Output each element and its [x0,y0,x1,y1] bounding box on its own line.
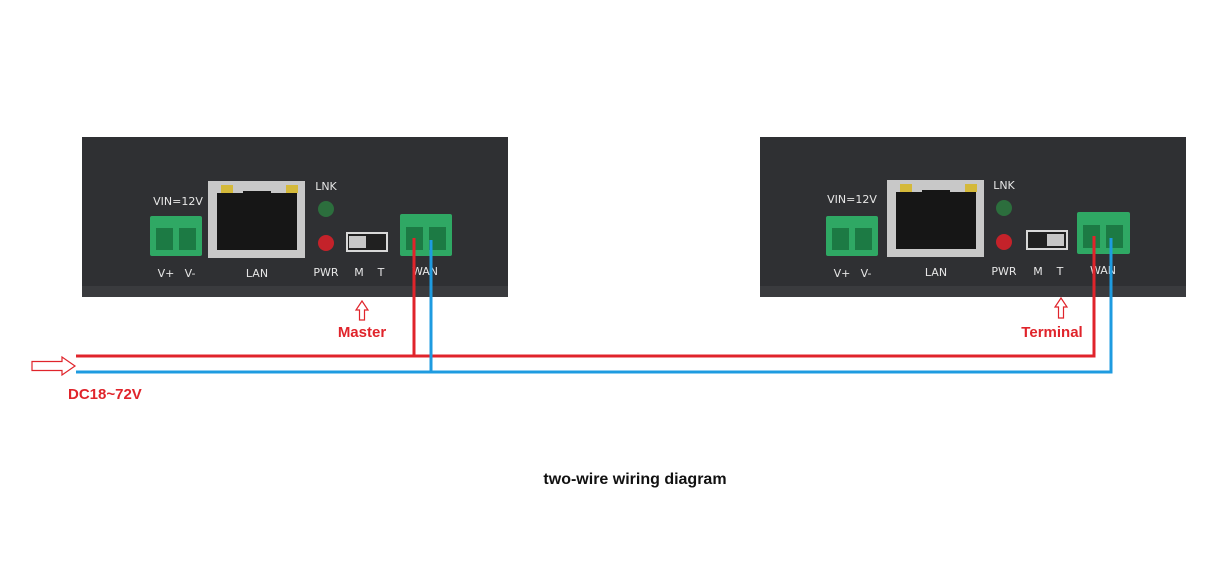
hollow-up-arrow-icon [354,299,370,321]
pwr-led [996,234,1012,250]
hollow-up-arrow-icon [1053,296,1069,319]
mode-switch [1026,230,1068,250]
lnk-led [318,201,334,217]
lan-port [887,180,984,257]
m-label: M [1033,265,1043,278]
pwr-label: PWR [313,266,339,279]
vplus-label: V+ [834,267,851,280]
hollow-right-arrow-icon [31,355,77,377]
vminus-label: V- [185,267,196,280]
positive-wire [76,236,1096,358]
wan-label: WAN [412,265,438,278]
device-terminal: VIN=12V V+ V- LAN LNK PWR M T [760,137,1186,297]
lnk-label: LNK [993,179,1015,192]
mode-switch-knob [1047,234,1064,246]
mode-switch [346,232,388,252]
pwr-led [318,235,334,251]
wan-terminal-block [1077,212,1130,254]
terminal-callout: Terminal [1021,296,1083,341]
device-bottom-edge [760,286,1186,297]
terminal-label: Terminal [1021,324,1082,341]
negative-wire [76,238,1113,374]
pwr-label: PWR [991,265,1017,278]
vminus-label: V- [861,267,872,280]
t-label: T [1056,265,1064,278]
lnk-label: LNK [315,180,337,193]
diagram-caption: two-wire wiring diagram [543,471,726,488]
vin-label: VIN=12V [827,193,877,206]
vplus-label: V+ [158,267,175,280]
master-label: Master [338,324,387,341]
m-label: M [354,266,364,279]
lan-port [208,181,305,258]
master-callout: Master [338,299,387,341]
power-terminal-block [826,216,878,256]
lnk-led [996,200,1012,216]
power-input-label: DC18~72V [68,386,142,403]
power-input: DC18~72V [31,355,142,403]
power-terminal-block [150,216,202,256]
device-master: VIN=12V V+ V- LAN LNK PWR M T [82,137,508,297]
lan-label: LAN [925,266,947,279]
wan-terminal-block [400,214,452,256]
mode-switch-knob [349,236,366,248]
vin-label: VIN=12V [153,195,203,208]
lan-label: LAN [246,267,268,280]
t-label: T [377,266,385,279]
device-bottom-edge [82,286,508,297]
